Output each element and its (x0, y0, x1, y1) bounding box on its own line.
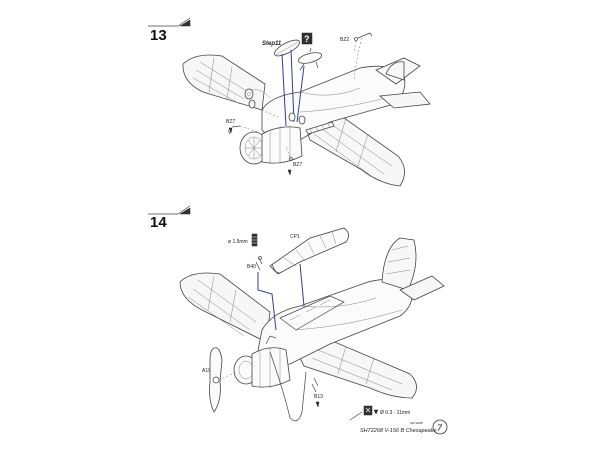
bz7-left-label: BZ7 (226, 119, 235, 125)
step-14: 14 (148, 205, 445, 422)
step-13-part-bz2: BZ2 (340, 32, 373, 81)
step-14-antenna-wire (269, 351, 307, 422)
step-13-part-bz7-left: BZ7 (226, 119, 259, 135)
step-13: 13 (148, 17, 431, 187)
step-14-canopy-cp1: CP1 (269, 227, 349, 307)
step-13-subassembly-step11: Step11 (262, 39, 300, 127)
bz7-bottom-label: BZ7 (293, 162, 302, 168)
question-icon: ? (301, 32, 313, 45)
step-14-engine (233, 335, 291, 388)
step-13-marker: 13 (148, 17, 191, 44)
step-13-engine (239, 126, 303, 165)
step-13-bomb-rack (305, 121, 335, 135)
step-14-propeller-a19: A19 (202, 347, 237, 413)
bz2-label: BZ2 (340, 37, 349, 43)
step-13-left-wing (182, 54, 266, 111)
page-footer: SH72268 SH72268 V-156 B Chesapeake 7 (360, 419, 448, 435)
svg-text:?: ? (304, 34, 310, 44)
cp1-label: CP1 (290, 234, 300, 240)
step-14-part-b13: B13 (311, 377, 323, 408)
step-14-wire-spec: Ø 0.3 - 11mm (349, 405, 410, 421)
kit-title: SH72268 V-156 B Chesapeake (360, 428, 437, 434)
b40-label: B40 (247, 264, 256, 270)
a19-label: A19 (202, 368, 211, 374)
step-14-left-wing (179, 272, 271, 343)
page-number-circle (432, 419, 448, 435)
step-13-tank-part (296, 47, 323, 123)
step-14-right-wing (295, 339, 417, 399)
step-13-wheels (244, 88, 306, 125)
step11-label: Step11 (262, 41, 282, 47)
step-14-wire-diameter: ø 1.5mm (228, 233, 258, 247)
page-number: 7 (437, 423, 443, 433)
step-14-part-b40: B40 (247, 256, 277, 331)
wire-diameter-label: ø 1.5mm (228, 239, 248, 245)
footer-small-print: SH72268 (410, 421, 423, 425)
b13-label: B13 (314, 394, 323, 400)
step-14-number: 14 (150, 214, 167, 231)
step-13-number: 13 (150, 27, 167, 44)
step-13-part-bz7-bottom: BZ7 (285, 145, 302, 176)
wire-spec-label: Ø 0.3 - 11mm (380, 410, 410, 416)
step-14-marker: 14 (148, 205, 191, 231)
step-14-cockpit (279, 295, 345, 331)
